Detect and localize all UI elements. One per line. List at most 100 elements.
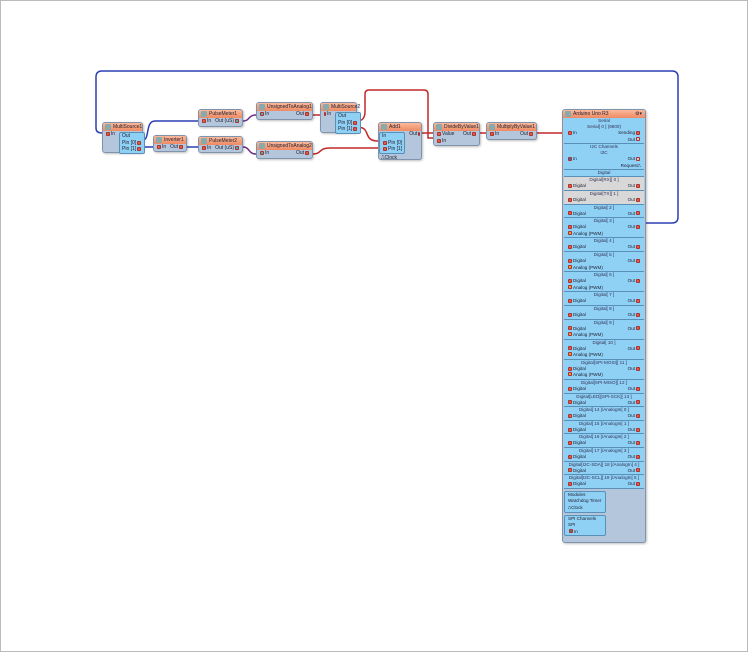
serial-out-pin[interactable] bbox=[636, 136, 640, 141]
digital-out-pin[interactable] bbox=[636, 326, 640, 331]
digital-out-pin[interactable] bbox=[636, 197, 640, 202]
out-pin[interactable] bbox=[529, 131, 533, 136]
in-pin[interactable] bbox=[437, 138, 441, 143]
analog-in-pin[interactable] bbox=[568, 284, 572, 289]
digital-in-pin[interactable] bbox=[568, 400, 572, 405]
digital-in-pin[interactable] bbox=[568, 386, 572, 391]
digital-in-pin[interactable] bbox=[568, 224, 572, 229]
pin1-in[interactable] bbox=[383, 147, 387, 152]
in-pin[interactable] bbox=[157, 144, 161, 149]
node-multisource2[interactable]: MultiSource2 In Out Pin [0] Pin [1] bbox=[320, 102, 362, 134]
digital-out-pin[interactable] bbox=[636, 211, 640, 216]
digital-in-pin[interactable] bbox=[568, 468, 572, 473]
out-pin[interactable] bbox=[418, 132, 421, 137]
analog-in-pin[interactable] bbox=[568, 264, 572, 269]
digital-out-pin[interactable] bbox=[636, 386, 640, 391]
i2c-in-pin[interactable] bbox=[568, 156, 572, 161]
digital-in-pin[interactable] bbox=[568, 346, 572, 351]
digital-out-pin[interactable] bbox=[636, 482, 640, 486]
converter-icon bbox=[259, 143, 265, 149]
digital-out-pin[interactable] bbox=[636, 366, 640, 371]
digital-in-pin[interactable] bbox=[568, 441, 572, 446]
pin0-in[interactable] bbox=[383, 140, 387, 145]
digital-in-pin[interactable] bbox=[568, 366, 572, 371]
node-multisource1[interactable]: MultiSource1 In Out Pin [0] Pin [1] bbox=[102, 122, 146, 154]
digital-out-pin[interactable] bbox=[636, 258, 640, 263]
in-pin[interactable] bbox=[324, 112, 326, 117]
out-pin[interactable] bbox=[472, 131, 476, 136]
digital-in-pin[interactable] bbox=[568, 326, 572, 331]
pin1-out[interactable] bbox=[137, 147, 142, 152]
in-pin[interactable] bbox=[260, 111, 264, 116]
digital-in-pin[interactable] bbox=[568, 299, 572, 304]
in-pin[interactable] bbox=[106, 132, 110, 137]
analog-in-pin[interactable] bbox=[568, 332, 572, 337]
digital-in-pin[interactable] bbox=[568, 197, 572, 202]
pulse-meter-icon bbox=[201, 138, 207, 144]
digital-in-pin[interactable] bbox=[568, 245, 572, 250]
digital-out-pin[interactable] bbox=[636, 427, 640, 432]
digital-in-pin[interactable] bbox=[568, 427, 572, 432]
digital-in-pin[interactable] bbox=[568, 312, 572, 317]
i2c-out-pin[interactable] bbox=[636, 156, 640, 161]
in-pin[interactable] bbox=[202, 145, 206, 150]
pin1-out[interactable] bbox=[353, 127, 358, 132]
digital-in-pin[interactable] bbox=[568, 184, 572, 189]
digital-in-pin[interactable] bbox=[568, 482, 572, 486]
node-add1[interactable]: Add1 In Pin [0] Pin [1] ⎍Clock Out bbox=[378, 122, 422, 161]
digital-out-pin[interactable] bbox=[636, 346, 640, 351]
digital-out-pin[interactable] bbox=[636, 454, 640, 459]
digital-out-pin[interactable] bbox=[636, 278, 640, 283]
out-pin[interactable] bbox=[235, 145, 239, 150]
in-pin[interactable] bbox=[490, 131, 494, 136]
spi-section: SPI Channels SPI In bbox=[564, 514, 606, 537]
sending-pin[interactable] bbox=[636, 130, 640, 135]
analog-in-pin[interactable] bbox=[568, 352, 572, 357]
clock-icon[interactable]: ⎍ bbox=[568, 505, 572, 510]
in-pin[interactable] bbox=[202, 118, 206, 123]
multiply-icon bbox=[489, 124, 495, 130]
pin0-out[interactable] bbox=[353, 120, 358, 125]
digital-out-pin[interactable] bbox=[636, 184, 640, 189]
out-pin[interactable] bbox=[305, 150, 309, 155]
divide-icon bbox=[436, 124, 442, 130]
settings-icon[interactable]: ⚙▾ bbox=[635, 111, 642, 117]
digital-in-pin[interactable] bbox=[568, 454, 572, 459]
digital-out-pin[interactable] bbox=[636, 414, 640, 419]
digital-out-pin[interactable] bbox=[636, 400, 640, 405]
analog-in-pin[interactable] bbox=[568, 230, 572, 235]
pin0-out[interactable] bbox=[137, 140, 142, 145]
digital-out-pin[interactable] bbox=[636, 245, 640, 250]
analog-in-pin[interactable] bbox=[568, 372, 572, 377]
out-pin[interactable] bbox=[235, 118, 239, 123]
multisource-icon bbox=[105, 124, 111, 130]
digital-in-pin[interactable] bbox=[568, 278, 572, 283]
out-pin[interactable] bbox=[305, 111, 309, 116]
digital-in-pin[interactable] bbox=[568, 258, 572, 263]
spi-in-pin[interactable] bbox=[569, 528, 573, 533]
request-clock-icon[interactable]: ⎍ bbox=[637, 162, 641, 168]
in-pin[interactable] bbox=[260, 150, 264, 155]
digital-out-pin[interactable] bbox=[636, 468, 640, 473]
value-pin[interactable] bbox=[437, 131, 441, 136]
digital-out-pin[interactable] bbox=[636, 441, 640, 446]
clock-icon[interactable]: ⎍ bbox=[381, 154, 385, 161]
serial-in-pin[interactable] bbox=[568, 130, 572, 135]
digital-in-pin[interactable] bbox=[568, 414, 572, 419]
digital-out-pin[interactable] bbox=[636, 299, 640, 304]
digital-in-pin[interactable] bbox=[568, 211, 572, 216]
node-arduino-uno[interactable]: Arduino Uno R3⚙▾ Serial Serial[ 0 ] (960… bbox=[562, 109, 646, 543]
digital-out-pin[interactable] bbox=[636, 224, 640, 229]
out-pin[interactable] bbox=[179, 144, 183, 149]
digital-out-pin[interactable] bbox=[636, 312, 640, 317]
